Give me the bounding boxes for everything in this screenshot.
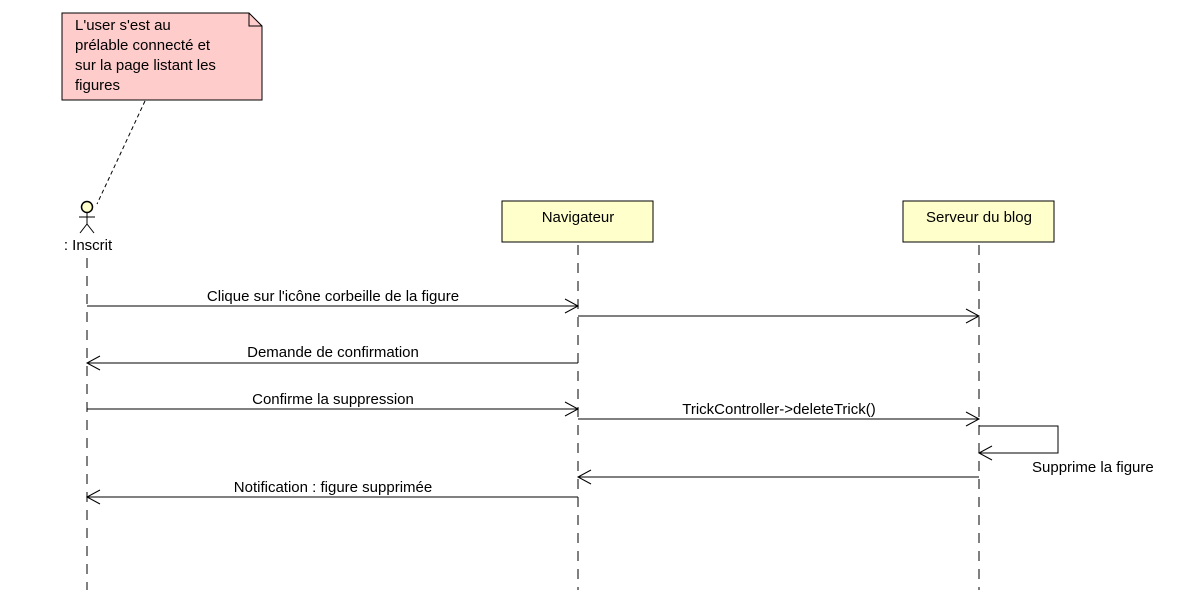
navigateur-label: Navigateur xyxy=(542,209,615,226)
message-label: Confirme la suppression xyxy=(252,391,414,408)
serveur-box xyxy=(902,200,1055,243)
precondition-note: L'user s'est au prélable connecté et sur… xyxy=(61,12,263,101)
arrowhead xyxy=(965,308,981,324)
message-label: TrickController->deleteTrick() xyxy=(682,401,876,418)
participant-serveur: Serveur du blog xyxy=(902,200,1055,243)
note-line-2: prélable connecté et xyxy=(75,37,211,54)
message-click-trash: Clique sur l'icône corbeille de la figur… xyxy=(87,288,580,314)
navigateur-box xyxy=(501,200,654,243)
note-anchor-line xyxy=(96,100,146,205)
arrowhead xyxy=(576,469,592,485)
message-delete-trick: TrickController->deleteTrick() xyxy=(578,401,981,427)
actor-label: : Inscrit xyxy=(64,237,113,254)
message-notification: Notification : figure supprimée xyxy=(85,479,578,505)
arrowhead xyxy=(85,489,101,505)
note-body xyxy=(61,12,263,101)
arrowhead xyxy=(564,298,580,314)
arrowhead xyxy=(564,401,580,417)
arrowhead xyxy=(977,445,993,461)
message-label: Supprime la figure xyxy=(1032,459,1154,476)
note-line-3: sur la page listant les xyxy=(75,57,216,74)
message-self-delete: Supprime la figure xyxy=(977,425,1154,476)
participant-navigateur: Navigateur xyxy=(501,200,654,243)
actor-right-leg xyxy=(86,223,95,234)
arrowhead xyxy=(85,355,101,371)
message-forward-to-server xyxy=(578,308,981,324)
note-line-4: figures xyxy=(75,77,120,94)
message-confirm-request: Demande de confirmation xyxy=(85,344,578,371)
message-server-response xyxy=(576,469,979,485)
arrowhead xyxy=(965,411,981,427)
actor-left-leg xyxy=(79,223,88,234)
note-line-1: L'user s'est au xyxy=(75,17,171,34)
serveur-label: Serveur du blog xyxy=(926,209,1032,226)
note-fold xyxy=(248,13,262,27)
actor-stick-figure xyxy=(79,200,95,234)
message-confirm-deletion: Confirme la suppression xyxy=(87,391,580,417)
message-line xyxy=(979,425,1059,454)
actor-head xyxy=(80,200,94,214)
message-label: Notification : figure supprimée xyxy=(234,479,432,496)
message-label: Clique sur l'icône corbeille de la figur… xyxy=(207,288,459,305)
message-label: Demande de confirmation xyxy=(247,344,419,361)
